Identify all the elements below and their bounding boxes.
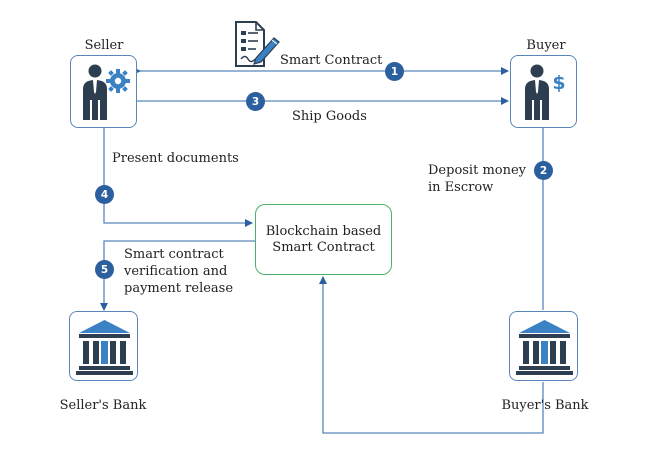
seller-box[interactable]: [70, 55, 137, 128]
businessman-gear-icon: [83, 64, 130, 120]
step-1-badge: 1: [385, 62, 404, 81]
blockchain-smart-contract-box[interactable]: Blockchain based Smart Contract: [255, 204, 392, 275]
buyer-box[interactable]: $: [510, 55, 577, 128]
arrow-present-documents: [103, 128, 253, 227]
step-5-label-line1: Smart contract: [124, 247, 224, 262]
step-4-badge: 4: [95, 185, 114, 204]
bank-icon: [76, 320, 133, 375]
buyer-title: Buyer: [526, 38, 566, 53]
buyer-bank-box[interactable]: [509, 311, 578, 381]
businessman-dollar-icon: $: [525, 64, 566, 120]
seller-bank-title: Seller's Bank: [59, 398, 147, 413]
step-2-label-line1: Deposit money: [428, 163, 527, 178]
contract-document-icon: [235, 21, 280, 67]
blockchain-label-line1: Blockchain based: [265, 223, 382, 239]
arrow-payment-release: [100, 240, 256, 311]
arrow-escrow-to-blockchain: [319, 276, 544, 434]
step-5-label-line2: verification and: [124, 264, 228, 279]
seller-title: Seller: [84, 38, 124, 53]
step-4-label: Present documents: [112, 151, 239, 166]
step-3-label: Ship Goods: [292, 109, 367, 124]
blockchain-label-line2: Smart Contract: [272, 239, 375, 255]
buyer-bank-title: Buyer's Bank: [501, 398, 589, 413]
step-2-label-line2: in Escrow: [428, 180, 494, 195]
step-3-badge: 3: [246, 92, 265, 111]
step-5-badge: 5: [95, 260, 114, 279]
bank-icon: [516, 320, 573, 375]
seller-bank-box[interactable]: [69, 311, 138, 381]
step-2-badge: 2: [534, 161, 553, 180]
step-5-label-line3: payment release: [124, 281, 234, 296]
step-1-label: Smart Contract: [280, 53, 383, 68]
svg-text:$: $: [552, 72, 565, 94]
